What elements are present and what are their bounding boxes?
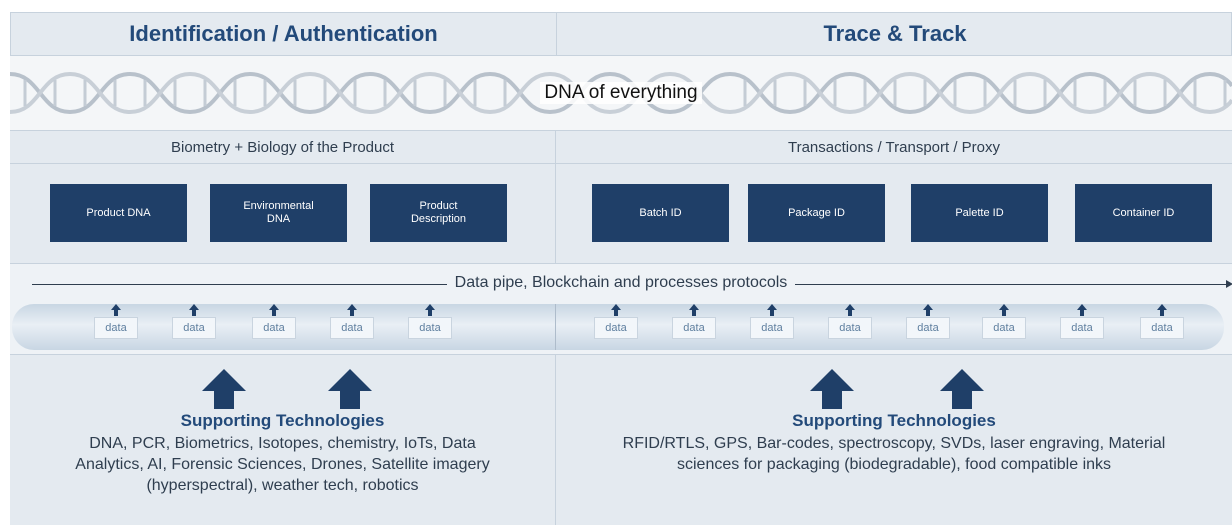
product-dna-box: Product DNA: [50, 184, 187, 242]
box-label: Package ID: [788, 206, 845, 219]
up-arrow-icon: [328, 369, 372, 409]
data-chip: data: [94, 317, 138, 339]
right-subheader: Transactions / Transport / Proxy: [787, 138, 1001, 156]
small-up-arrow-icon: [999, 304, 1009, 316]
left-tech-body: DNA, PCR, Biometrics, Isotopes, chemistr…: [10, 433, 555, 496]
data-chip: data: [252, 317, 296, 339]
column-divider: [555, 355, 556, 525]
data-chip: data: [172, 317, 216, 339]
data-chip: data: [750, 317, 794, 339]
small-up-arrow-icon: [767, 304, 777, 316]
batch-id-box: Batch ID: [592, 184, 729, 242]
dna-band: DNA of everything: [10, 56, 1232, 130]
tech-line: Analytics, AI, Forensic Sciences, Drones…: [75, 456, 490, 473]
box-label: Batch ID: [639, 206, 682, 219]
box-label: Product: [419, 200, 458, 212]
up-arrow-icon: [940, 369, 984, 409]
data-chip: data: [906, 317, 950, 339]
package-id-box: Package ID: [748, 184, 885, 242]
data-chip: data: [408, 317, 452, 339]
small-up-arrow-icon: [1077, 304, 1087, 316]
small-up-arrow-icon: [689, 304, 699, 316]
column-divider: [555, 164, 556, 263]
supporting-technologies-band: Supporting Technologies DNA, PCR, Biomet…: [10, 354, 1232, 525]
box-label: Palette ID: [955, 206, 1004, 219]
data-chip: data: [828, 317, 872, 339]
box-label: DNA: [266, 213, 291, 225]
small-up-arrow-icon: [923, 304, 933, 316]
subheader-band: Biometry + Biology of the Product Transa…: [10, 130, 1232, 164]
small-up-arrow-icon: [347, 304, 357, 316]
column-divider: [555, 131, 556, 163]
box-label: Container ID: [1112, 206, 1175, 219]
box-label: Description: [410, 213, 467, 225]
data-chip: data: [1060, 317, 1104, 339]
arrow-right-icon: [1226, 280, 1232, 288]
data-chip: data: [982, 317, 1026, 339]
tech-line: (hyperspectral), weather tech, robotics: [146, 477, 419, 494]
container-id-box: Container ID: [1075, 184, 1212, 242]
small-up-arrow-icon: [269, 304, 279, 316]
small-up-arrow-icon: [111, 304, 121, 316]
tech-line: sciences for packaging (biodegradable), …: [676, 456, 1112, 473]
dna-of-everything-label: DNA of everything: [540, 82, 702, 104]
data-pipe-band: Data pipe, Blockchain and processes prot…: [10, 264, 1232, 354]
column-divider: [556, 13, 557, 55]
right-tech-body: RFID/RTLS, GPS, Bar-codes, spectroscopy,…: [556, 433, 1232, 475]
small-up-arrow-icon: [845, 304, 855, 316]
right-tech-title: Supporting Technologies: [792, 411, 996, 430]
small-up-arrow-icon: [425, 304, 435, 316]
left-tech-title: Supporting Technologies: [180, 411, 385, 430]
small-up-arrow-icon: [189, 304, 199, 316]
column-divider: [555, 304, 556, 350]
header-band: Identification / Authentication Trace & …: [10, 12, 1232, 56]
tech-line: DNA, PCR, Biometrics, Isotopes, chemistr…: [89, 435, 476, 452]
data-chip: data: [330, 317, 374, 339]
small-up-arrow-icon: [1157, 304, 1167, 316]
small-up-arrow-icon: [611, 304, 621, 316]
box-label: Product DNA: [86, 206, 151, 219]
tech-line: RFID/RTLS, GPS, Bar-codes, spectroscopy,…: [622, 435, 1166, 452]
left-column-title: Identification / Authentication: [129, 21, 438, 46]
box-label: Environmental: [243, 200, 314, 212]
right-column-title: Trace & Track: [823, 21, 967, 46]
data-pipe-label: Data pipe, Blockchain and processes prot…: [446, 274, 796, 291]
up-arrow-icon: [810, 369, 854, 409]
up-arrow-icon: [202, 369, 246, 409]
left-subheader: Biometry + Biology of the Product: [170, 138, 395, 156]
data-chip: data: [1140, 317, 1184, 339]
data-chip: data: [672, 317, 716, 339]
data-chip: data: [594, 317, 638, 339]
palette-id-box: Palette ID: [911, 184, 1048, 242]
